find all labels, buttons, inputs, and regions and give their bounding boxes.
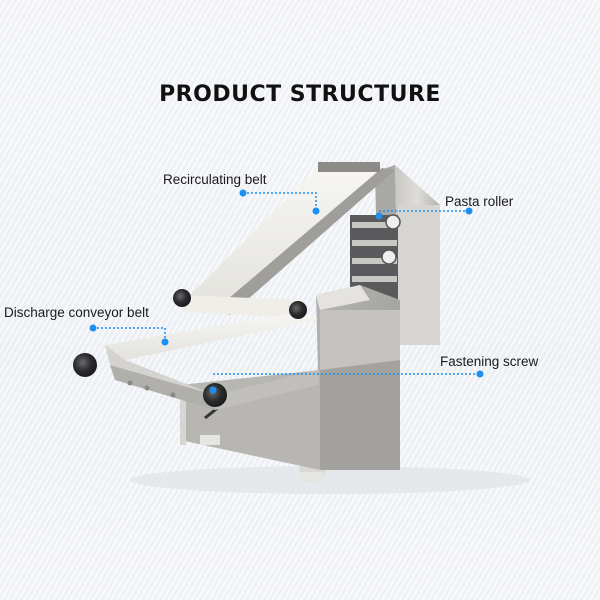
gauge-dial-icon: [385, 214, 401, 230]
label-discharge-conveyor-belt: Discharge conveyor belt: [4, 305, 149, 320]
leader-dots: [89, 189, 484, 394]
bolt-icon: [170, 392, 176, 398]
discharge-conveyor-assembly: [105, 312, 318, 410]
bolt-icon: [144, 385, 150, 391]
foot: [200, 435, 220, 445]
leader-lines: [93, 192, 480, 375]
knob-icon: [289, 301, 307, 319]
gauge-dial-icon: [381, 249, 397, 265]
label-fastening-screw: Fastening screw: [440, 354, 539, 369]
knob-icon: [203, 383, 227, 407]
leader-discharge-conveyor: [93, 327, 166, 342]
page-title: PRODUCT STRUCTURE: [159, 82, 441, 107]
foot: [300, 472, 324, 482]
leader-recirculating-belt: [243, 192, 317, 211]
label-recirculating-belt: Recirculating belt: [163, 172, 267, 187]
base-cabinet: [180, 360, 400, 482]
knob-icon: [73, 353, 97, 377]
knob-icon: [173, 289, 191, 307]
recirculating-belt-assembly: [180, 162, 395, 318]
label-pasta-roller: Pasta roller: [445, 194, 514, 209]
bolt-icon: [127, 380, 133, 386]
floor-shadow: [130, 466, 530, 494]
